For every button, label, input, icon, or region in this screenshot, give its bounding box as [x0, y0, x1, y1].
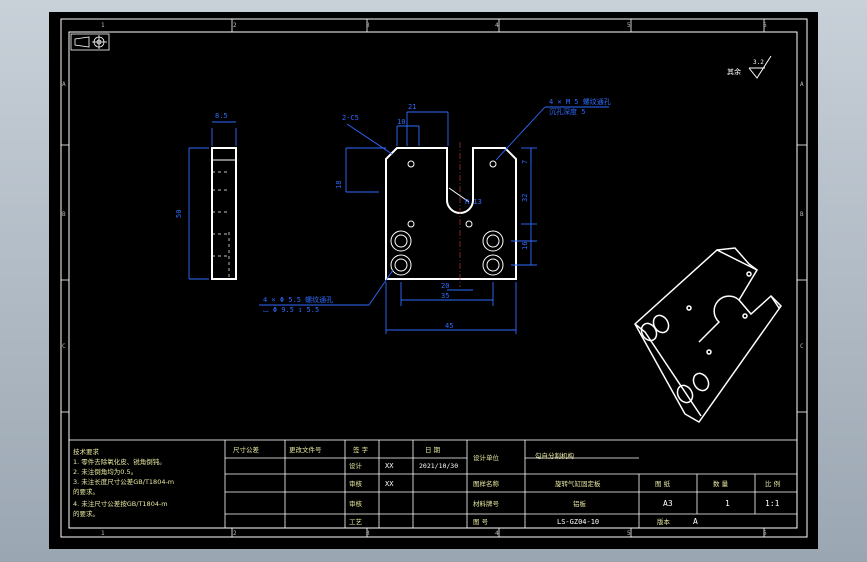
tb-drawing-no-label: 图 号 — [473, 518, 489, 526]
front-dimensions: 2-C5 21 10 18 7 32 16 R 13 20 35 45 — [259, 97, 611, 334]
zone-right-c: C — [800, 343, 804, 350]
tb-material-label: 材料牌号 — [473, 499, 500, 508]
zone-ticks — [61, 19, 807, 537]
zone-left-c: C — [62, 343, 66, 350]
dim-top-21: 21 — [408, 103, 416, 111]
tb-part-name-label: 图样名称 — [473, 479, 500, 488]
roughness-symbol: 其余 3.2 — [727, 55, 772, 79]
tb-qty: 1 — [725, 499, 730, 508]
projection-symbol-icon — [70, 33, 110, 51]
tb-version-label: 版本 — [657, 517, 671, 526]
roughness-check-icon — [748, 55, 772, 79]
tb-size-label: 图 纸 — [655, 479, 671, 488]
title-block-grid — [68, 439, 798, 529]
roughness-value: 3.2 — [753, 59, 764, 66]
zone-top-1: 1 — [101, 22, 105, 29]
zone-bottom-3: 3 — [366, 530, 370, 537]
tech-req-title: 技术要求 — [73, 447, 100, 456]
hole-note-3: 4 × Φ 5.5 螺纹通孔 — [263, 295, 333, 304]
zone-right-a: A — [800, 81, 804, 88]
side-view: 8.5 50 — [175, 112, 237, 280]
zone-top-5: 5 — [627, 22, 631, 29]
tb-process-label: 工艺 — [349, 518, 363, 526]
isometric-view — [634, 247, 782, 423]
tb-date: 2021/10/30 — [419, 462, 458, 470]
tb-unit-label: 设计单位 — [473, 453, 500, 462]
dim-right-32: 32 — [521, 194, 529, 202]
zone-labels: 1 2 3 4 5 6 1 2 3 4 5 6 A B C A B C — [62, 22, 804, 537]
hole-note-4: ⌴ Φ 9.5 ↧ 5.5 — [263, 306, 319, 314]
title-block-text: 尺寸公差 更改文件号 签 字 日 期 设计 XX 2021/10/30 审核 X… — [233, 445, 780, 526]
zone-left-a: A — [62, 81, 66, 88]
roughness-label: 其余 — [727, 67, 741, 76]
tb-drawing-no: LS-GZ04-10 — [557, 518, 599, 526]
drawing-canvas[interactable]: 1 2 3 4 5 6 1 2 3 4 5 6 A B C A B C 其余 3… — [49, 12, 818, 549]
zone-top-6: 6 — [763, 22, 767, 29]
tech-req-line-2: 2. 未注倒角均为0.5。 — [73, 467, 137, 476]
dim-bottom-20: 20 — [441, 282, 449, 290]
tb-part-name: 旋转气缸固定板 — [555, 479, 601, 488]
zone-top-2: 2 — [233, 22, 237, 29]
tech-req-line-3: 3. 未注长度尺寸公差GB/T1804-m — [73, 477, 174, 486]
hole-note-1: 4 × M 5 螺纹通孔 — [549, 97, 611, 106]
dim-right-16: 16 — [521, 242, 529, 250]
dim-left-18: 18 — [335, 181, 343, 189]
tb-checker-label: 审核 — [349, 479, 363, 488]
dim-side-width: 8.5 — [215, 112, 228, 120]
tb-designer-label: 设计 — [349, 461, 363, 470]
tb-version: A — [693, 517, 698, 526]
tb-unit: 勾自分割机构 — [535, 451, 575, 460]
dim-bottom-35: 35 — [441, 292, 449, 300]
front-view — [385, 142, 517, 287]
dim-bottom-45: 45 — [445, 322, 453, 330]
zone-right-b: B — [800, 211, 804, 218]
zone-bottom-5: 5 — [627, 530, 631, 537]
tb-scale: 1:1 — [765, 499, 780, 508]
zone-bottom-2: 2 — [233, 530, 237, 537]
tech-req-line-4: 的要求。 — [73, 487, 99, 496]
hole-note-2: 沉孔深度 5 — [549, 107, 585, 116]
dim-r13: R 13 — [465, 198, 482, 206]
tb-approve-label: 审核 — [349, 499, 363, 508]
outer-border — [60, 18, 808, 538]
zone-bottom-1: 1 — [101, 530, 105, 537]
tech-req-line-6: 的要求。 — [73, 509, 99, 518]
dim-chamfer: 2-C5 — [342, 114, 359, 122]
zone-bottom-6: 6 — [763, 530, 767, 537]
zone-top-3: 3 — [366, 22, 370, 29]
drawing-svg: 1 2 3 4 5 6 1 2 3 4 5 6 A B C A B C 其余 3… — [60, 18, 808, 538]
dim-right-7: 7 — [521, 160, 529, 164]
tech-req-line-1: 1. 零件去除氧化皮、锐角倒钝。 — [73, 457, 166, 466]
tb-h-change: 更改文件号 — [289, 445, 322, 454]
tb-scale-label: 比 例 — [765, 479, 780, 488]
tb-designer: XX — [385, 462, 394, 470]
tb-h-date: 日 期 — [425, 446, 441, 454]
zone-top-4: 4 — [495, 22, 499, 29]
tb-material: 铝板 — [573, 499, 587, 508]
tb-checker: XX — [385, 480, 394, 488]
tb-h-mark: 尺寸公差 — [233, 445, 260, 454]
zone-left-b: B — [62, 211, 66, 218]
zone-bottom-4: 4 — [495, 530, 499, 537]
dim-side-height: 50 — [175, 210, 183, 218]
dim-top-10: 10 — [397, 118, 405, 126]
tb-h-sign: 签 字 — [353, 445, 369, 454]
tech-requirements: 技术要求 1. 零件去除氧化皮、锐角倒钝。 2. 未注倒角均为0.5。 3. 未… — [73, 447, 174, 518]
tb-qty-label: 数 量 — [713, 479, 729, 488]
tech-req-line-5: 4. 未注尺寸公差按GB/T1804-m — [73, 499, 168, 508]
tb-size: A3 — [663, 499, 673, 508]
